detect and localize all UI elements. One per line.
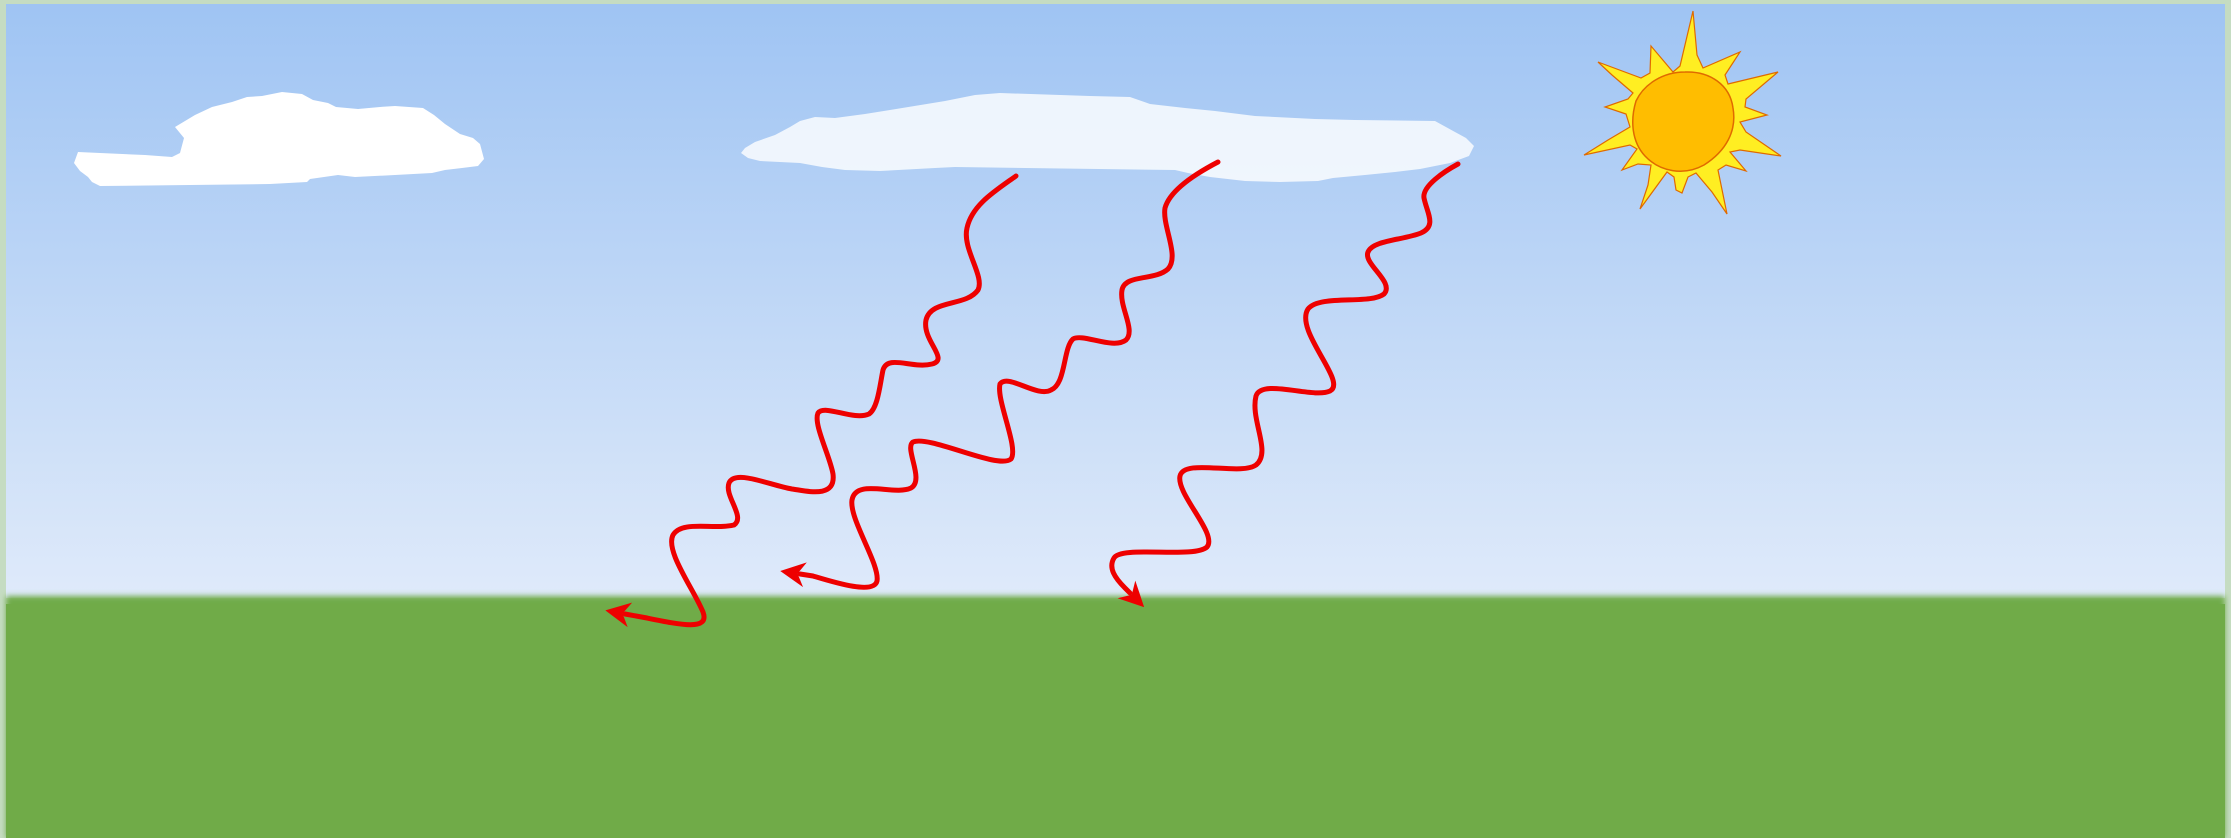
sky: [6, 4, 2225, 598]
ground-fill: [6, 604, 2225, 838]
